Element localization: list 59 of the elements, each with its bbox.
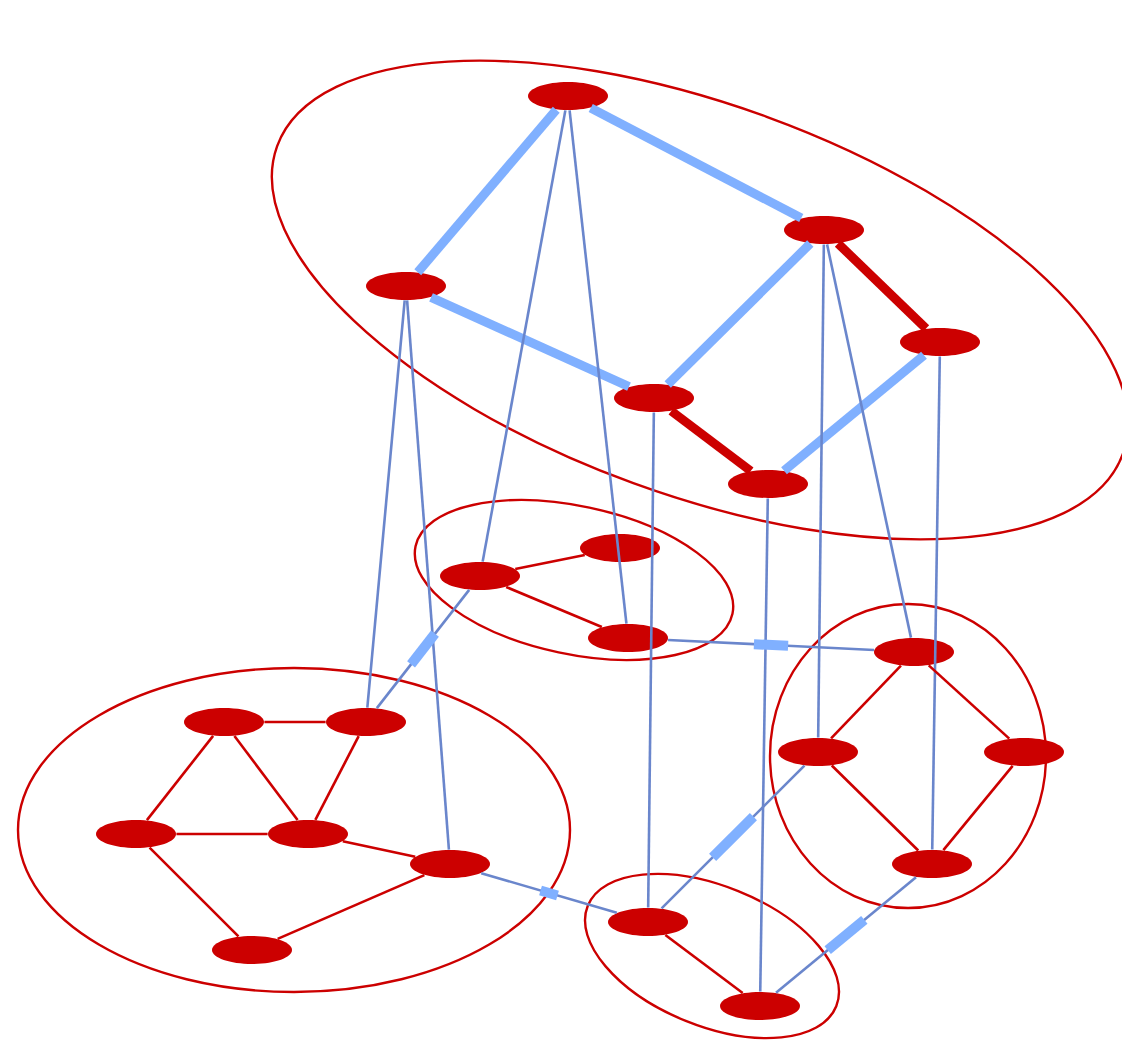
vertex-ellipse xyxy=(268,820,348,848)
vertex-ellipse xyxy=(720,992,800,1020)
edge-line xyxy=(366,300,406,708)
edge-line xyxy=(781,351,927,475)
edge-line xyxy=(825,244,913,638)
edge-line xyxy=(148,846,240,938)
vertex-ellipse xyxy=(984,738,1064,766)
edge-line xyxy=(429,293,631,391)
vertex-ellipse xyxy=(580,534,660,562)
edge-line xyxy=(588,103,804,223)
edge-line xyxy=(830,664,902,740)
edge-line xyxy=(667,638,875,652)
edge-line xyxy=(342,840,416,858)
vertex-ellipse xyxy=(528,82,608,110)
cluster-ellipse xyxy=(16,666,572,994)
vertex-ellipse xyxy=(608,908,688,936)
vertex-ellipse xyxy=(410,850,490,878)
vertex-ellipse xyxy=(900,328,980,356)
edge-line xyxy=(568,110,628,624)
edge-line xyxy=(233,735,299,821)
edge-line xyxy=(664,240,814,388)
vertex-ellipse xyxy=(440,562,520,590)
edge-line xyxy=(834,240,930,332)
edge-line xyxy=(176,832,268,836)
vertex-ellipse xyxy=(588,624,668,652)
edge-line xyxy=(664,933,744,995)
edge-line xyxy=(930,356,942,850)
vertex-ellipse xyxy=(212,936,292,964)
edge-line xyxy=(481,110,567,562)
edge-line xyxy=(145,735,215,821)
edge-line xyxy=(314,735,360,821)
vertex-ellipse xyxy=(326,708,406,736)
edge-line xyxy=(646,412,656,908)
edge-line xyxy=(758,498,770,992)
edge-line xyxy=(480,871,618,915)
vertex-ellipse xyxy=(892,850,972,878)
edge-line xyxy=(668,407,754,475)
vertex-ellipse xyxy=(184,708,264,736)
edge-line xyxy=(515,553,586,571)
vertex-ellipse xyxy=(728,470,808,498)
edge-line xyxy=(277,873,425,941)
vertex-ellipse xyxy=(874,638,954,666)
edge-line xyxy=(942,765,1014,851)
edge-line xyxy=(414,106,560,276)
vertex-ellipse xyxy=(778,738,858,766)
edge-line xyxy=(830,764,920,852)
edge-line xyxy=(660,764,806,910)
edge-line xyxy=(505,585,603,629)
edge-line xyxy=(405,300,451,850)
cluster-ellipse xyxy=(768,602,1048,910)
vertex-ellipse xyxy=(784,216,864,244)
vertex-ellipse xyxy=(366,272,446,300)
edge-line xyxy=(264,720,326,724)
edge-line xyxy=(816,244,826,738)
edge-line xyxy=(775,876,917,994)
edge-line xyxy=(375,589,471,709)
edge-line xyxy=(927,664,1011,740)
vertex-ellipse xyxy=(614,384,694,412)
vertex-ellipse xyxy=(96,820,176,848)
